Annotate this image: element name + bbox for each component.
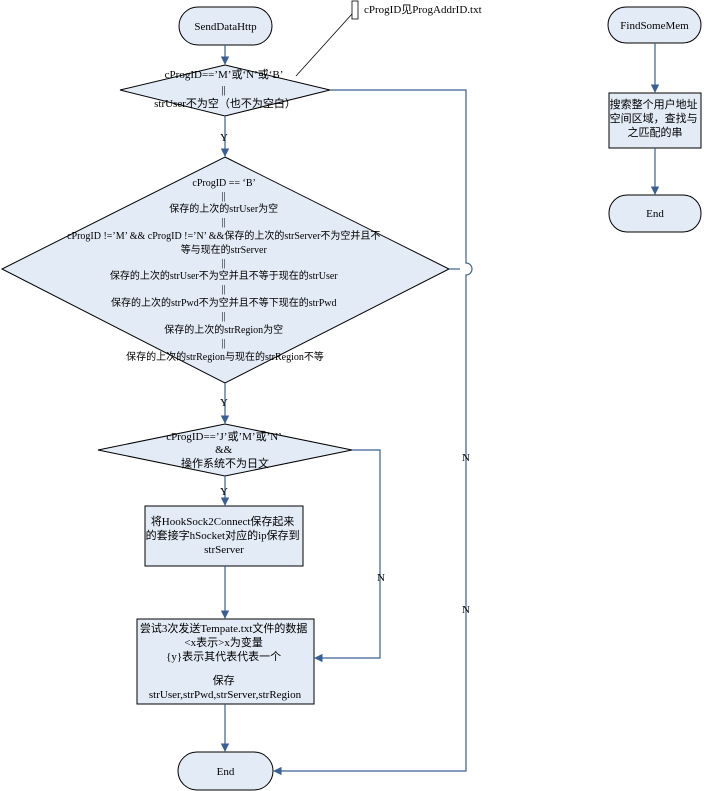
left-flow-connectors xyxy=(220,45,473,776)
decision1-line: strUser不为空（也不为空白） xyxy=(154,96,296,110)
decision2-line: 等与现在的strServer xyxy=(181,243,268,256)
decision2-line: 保存的上次的strRegion为空 xyxy=(164,323,283,336)
findsomemem-end-label: End xyxy=(646,208,664,220)
process2-shape xyxy=(136,618,315,705)
decision3-line: cProgID==’J’或’M’或’N’ xyxy=(166,430,281,443)
process2-label: 尝试3次发送Tempate.txt文件的数据 <x表示>x为变量 {y}表示其代… xyxy=(140,621,310,701)
start-terminal-label: SendDataHttp xyxy=(194,21,257,33)
decision3-line: && xyxy=(215,444,233,456)
no-label-outer-mid: N xyxy=(462,452,470,464)
decision2-line: || xyxy=(222,258,226,269)
decision2-line: || xyxy=(222,338,226,349)
decision2-line: 保存的上次的strRegion与现在的strRegion不等 xyxy=(126,350,324,363)
note-bracket xyxy=(351,0,359,20)
findsomemem-process-line: 空间区域，查找与 xyxy=(610,111,698,125)
decision2-line: || xyxy=(222,217,226,228)
decision2-line: cProgID == ‘B’ xyxy=(192,178,255,189)
decision2-label: cProgID == ‘B’ || 保存的上次的strUser为空 || cPr… xyxy=(67,178,383,363)
decision1-label: cProgID==’M’或‘N’或‘B’ || strUser不为空（也不为空白… xyxy=(154,68,296,110)
process1-label: 将HookSock2Connect保存起来 的套接字hSocket对应的ip保存… xyxy=(146,514,303,556)
process2-line: strUser,strPwd,strServer,strRegion xyxy=(149,689,302,701)
no-label-inner: N xyxy=(377,572,385,584)
decision2-line: 保存的上次的strUser不为空并且不等于现在的strUser xyxy=(110,269,338,282)
findsomemem-process-line: 之匹配的串 xyxy=(628,125,683,139)
yes-label-2: Y xyxy=(220,397,228,409)
connector-decision1-no xyxy=(273,89,473,776)
end-terminal-shape xyxy=(177,751,274,791)
connector-decision3-no xyxy=(314,449,381,663)
note-label: cProgID见ProgAddrID.txt xyxy=(364,4,482,16)
decision3-label: cProgID==’J’或’M’或’N’ && 操作系统不为日文 xyxy=(166,430,284,470)
process2-line: <x表示>x为变量 xyxy=(184,635,262,649)
end-terminal-label: End xyxy=(217,766,235,778)
process1-line: 的套接字hSocket对应的ip保存到 xyxy=(146,528,300,542)
decision1-line: || xyxy=(221,84,225,96)
findsomemem-process-line: 搜索整个用户地址 xyxy=(610,97,698,111)
no-label-outer-low: N xyxy=(462,604,470,616)
decision2-line: 保存的上次的strPwd不为空并且不等下现在的strPwd xyxy=(111,296,337,309)
decision2-line: cProgID !=’M’ && cProgID !=’N’ &&保存的上次的s… xyxy=(67,229,380,242)
findsomemem-process-shape xyxy=(608,92,702,149)
findsomemem-process-label: 搜索整个用户地址 空间区域，查找与 之匹配的串 xyxy=(610,97,701,139)
process2-line: 尝试3次发送Tempate.txt文件的数据 xyxy=(140,621,308,635)
decision2-line: 保存的上次的strUser为空 xyxy=(169,202,278,215)
decision2-line: || xyxy=(222,311,226,322)
yes-label-3: Y xyxy=(220,486,228,498)
process1-line: strServer xyxy=(204,544,244,556)
yes-label-1: Y xyxy=(220,132,228,144)
process1-line: 将HookSock2Connect保存起来 xyxy=(151,514,295,528)
note-leader-line xyxy=(295,13,353,77)
decision2-line: || xyxy=(222,191,226,202)
process2-line: 保存 xyxy=(213,673,235,687)
decision1-line: cProgID==’M’或‘N’或‘B’ xyxy=(165,68,283,81)
process2-line: {y}表示其代表代表一个 xyxy=(166,649,281,663)
process1-shape xyxy=(144,505,304,567)
decision2-line: || xyxy=(222,284,226,295)
findsomemem-start-label: FindSomeMem xyxy=(620,20,689,32)
findsomemem-end-shape xyxy=(608,194,702,233)
decision3-line: 操作系统不为日文 xyxy=(181,456,269,470)
